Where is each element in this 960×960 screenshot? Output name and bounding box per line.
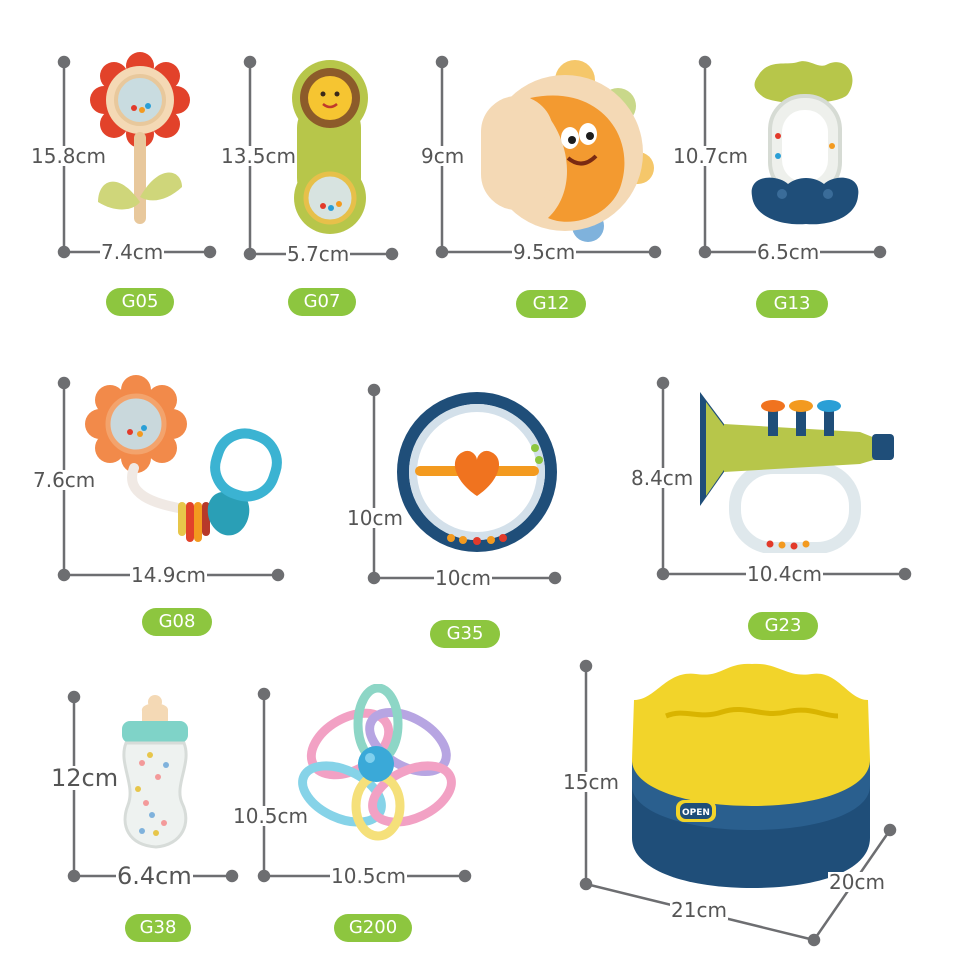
height-label: 15cm xyxy=(562,770,620,794)
depth-label: 20cm xyxy=(828,870,886,894)
height-label: 13.5cm xyxy=(220,144,298,168)
product-code-badge: G05 xyxy=(106,288,174,316)
width-label: 7.4cm xyxy=(100,240,165,264)
trumpet-rattle-icon xyxy=(700,388,895,554)
width-label: 6.4cm xyxy=(116,862,193,890)
product-code-badge: G13 xyxy=(756,290,828,318)
product-code-badge: G200 xyxy=(334,914,412,942)
product-code-badge: G23 xyxy=(748,612,818,640)
width-label: 10.4cm xyxy=(746,562,824,586)
height-label: 8.4cm xyxy=(630,466,695,490)
height-label: 7.6cm xyxy=(32,468,97,492)
loop-ball-teether-icon xyxy=(290,683,465,844)
height-label: 10cm xyxy=(346,506,404,530)
product-code-badge: G35 xyxy=(430,620,500,648)
width-label: 10.5cm xyxy=(330,864,408,888)
height-label: 9cm xyxy=(420,144,466,168)
width-label: 14.9cm xyxy=(130,563,208,587)
width-label: 5.7cm xyxy=(286,242,351,266)
height-label: 10.5cm xyxy=(232,804,310,828)
width-label: 6.5cm xyxy=(756,240,821,264)
product-code-badge: G08 xyxy=(142,608,212,636)
heart-ring-rattle-icon xyxy=(393,388,561,556)
height-label: 10.7cm xyxy=(672,144,750,168)
flower-rattle-icon xyxy=(90,52,190,232)
product-code-badge: G07 xyxy=(288,288,356,316)
height-label: 12cm xyxy=(50,764,120,792)
width-label: 9.5cm xyxy=(512,240,577,264)
width-label: 10cm xyxy=(434,566,492,590)
product-code-badge: G38 xyxy=(125,914,191,942)
height-label: 15.8cm xyxy=(30,144,108,168)
bottle-rattle-icon xyxy=(112,693,198,853)
storage-box-icon: OPEN xyxy=(626,660,876,892)
teether-ring-rattle-icon xyxy=(748,56,863,236)
flower-teether-rattle-icon xyxy=(84,374,289,554)
product-code-badge: G12 xyxy=(516,290,586,318)
sun-maraca-rattle-icon xyxy=(285,58,375,238)
width-label: 21cm xyxy=(670,898,728,922)
open-lid-label: OPEN xyxy=(682,808,710,818)
moon-tambourine-icon xyxy=(470,58,655,243)
